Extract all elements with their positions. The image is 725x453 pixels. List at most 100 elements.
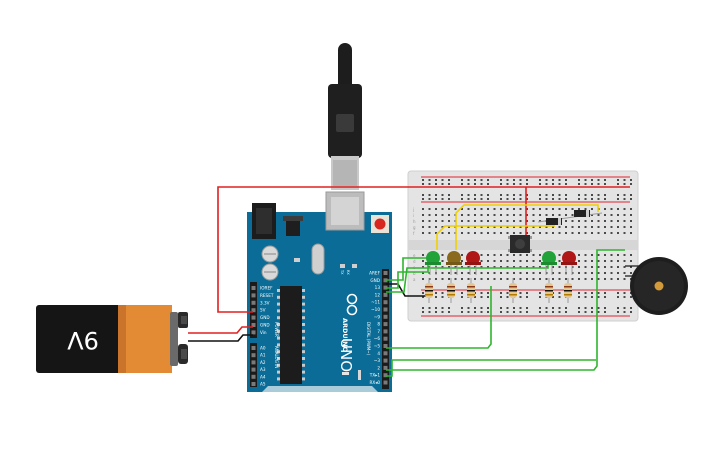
breadboard-hole[interactable] (617, 254, 619, 256)
breadboard-hole[interactable] (506, 183, 509, 185)
breadboard-hole[interactable] (441, 232, 444, 234)
breadboard-hole[interactable] (441, 296, 444, 298)
breadboard-hole[interactable] (513, 179, 515, 181)
breadboard-hole[interactable] (467, 278, 470, 280)
breadboard-hole[interactable] (610, 208, 613, 210)
breadboard-hole[interactable] (513, 266, 515, 268)
breadboard-hole[interactable] (565, 179, 567, 181)
breadboard-hole[interactable] (526, 183, 528, 185)
breadboard-hole[interactable] (474, 198, 476, 200)
breadboard-hole[interactable] (526, 194, 528, 196)
breadboard-hole[interactable] (558, 194, 561, 196)
breadboard-hole[interactable] (480, 278, 483, 280)
breadboard-hole[interactable] (584, 278, 587, 280)
breadboard-hole[interactable] (467, 307, 470, 309)
digital-header[interactable] (382, 269, 389, 389)
breadboard-hole[interactable] (558, 214, 561, 216)
header-pin[interactable] (383, 380, 388, 385)
breadboard-hole[interactable] (454, 278, 457, 280)
breadboard-hole[interactable] (539, 214, 541, 216)
wire-green-pin11[interactable] (386, 262, 549, 293)
resistor[interactable] (447, 278, 455, 303)
breadboard-hole[interactable] (467, 194, 470, 196)
breadboard-hole[interactable] (493, 278, 496, 280)
breadboard-hole[interactable] (597, 254, 600, 256)
breadboard-hole[interactable] (480, 296, 483, 298)
power-header[interactable] (250, 282, 257, 338)
wire-green-pin8[interactable] (386, 286, 492, 349)
breadboard-hole[interactable] (610, 232, 613, 234)
breadboard-hole[interactable] (422, 296, 424, 298)
breadboard-hole[interactable] (617, 208, 619, 210)
header-pin[interactable] (383, 292, 388, 297)
breadboard-hole[interactable] (552, 198, 554, 200)
breadboard-hole[interactable] (630, 183, 632, 185)
breadboard-hole[interactable] (500, 179, 502, 181)
led-yellow[interactable] (446, 251, 462, 275)
breadboard-hole[interactable] (519, 232, 522, 234)
breadboard-hole[interactable] (467, 179, 470, 181)
breadboard-hole[interactable] (617, 183, 619, 185)
breadboard-hole[interactable] (630, 226, 632, 228)
breadboard-hole[interactable] (597, 198, 600, 200)
breadboard-hole[interactable] (454, 272, 457, 274)
breadboard-hole[interactable] (584, 307, 587, 309)
breadboard-hole[interactable] (578, 254, 580, 256)
breadboard-hole[interactable] (552, 311, 554, 313)
header-pin[interactable] (251, 315, 256, 320)
breadboard-hole[interactable] (526, 311, 528, 313)
breadboard-hole[interactable] (604, 183, 606, 185)
breadboard-hole[interactable] (617, 232, 619, 234)
breadboard-hole[interactable] (597, 194, 600, 196)
breadboard-hole[interactable] (558, 272, 561, 274)
breadboard-hole[interactable] (584, 208, 587, 210)
breadboard-hole[interactable] (526, 198, 528, 200)
breadboard-hole[interactable] (584, 198, 587, 200)
breadboard-hole[interactable] (487, 179, 489, 181)
breadboard-hole[interactable] (422, 232, 424, 234)
breadboard-hole[interactable] (578, 307, 580, 309)
breadboard-hole[interactable] (448, 183, 450, 185)
breadboard-hole[interactable] (519, 226, 522, 228)
breadboard-hole[interactable] (448, 198, 450, 200)
breadboard-hole[interactable] (591, 292, 593, 294)
breadboard-hole[interactable] (578, 183, 580, 185)
breadboard-hole[interactable] (604, 254, 606, 256)
breadboard-hole[interactable] (565, 311, 567, 313)
breadboard-hole[interactable] (487, 292, 489, 294)
breadboard-hole[interactable] (474, 220, 476, 222)
breadboard-hole[interactable] (578, 232, 580, 234)
breadboard-hole[interactable] (461, 198, 463, 200)
header-pin[interactable] (251, 323, 256, 327)
breadboard-hole[interactable] (435, 208, 437, 210)
breadboard-hole[interactable] (500, 307, 502, 309)
breadboard-hole[interactable] (591, 183, 593, 185)
breadboard-hole[interactable] (526, 272, 528, 274)
breadboard-hole[interactable] (623, 260, 626, 262)
breadboard-hole[interactable] (604, 226, 606, 228)
breadboard-hole[interactable] (487, 226, 489, 228)
breadboard-hole[interactable] (584, 183, 587, 185)
breadboard-hole[interactable] (441, 226, 444, 228)
breadboard-hole[interactable] (500, 183, 502, 185)
breadboard-hole[interactable] (435, 179, 437, 181)
breadboard-hole[interactable] (623, 179, 626, 181)
breadboard-hole[interactable] (422, 266, 424, 268)
breadboard-hole[interactable] (474, 266, 476, 268)
breadboard-hole[interactable] (539, 220, 541, 222)
breadboard-hole[interactable] (480, 232, 483, 234)
breadboard-hole[interactable] (604, 307, 606, 309)
wire-battery-positive[interactable] (188, 326, 253, 334)
breadboard-hole[interactable] (539, 179, 541, 181)
header-pin[interactable] (383, 373, 388, 378)
header-pin[interactable] (251, 346, 256, 350)
breadboard-hole[interactable] (604, 198, 606, 200)
breadboard-hole[interactable] (578, 198, 580, 200)
breadboard-hole[interactable] (519, 208, 522, 210)
breadboard-hole[interactable] (623, 307, 626, 309)
header-pin[interactable] (383, 336, 388, 341)
diode[interactable] (537, 210, 603, 225)
header-pin[interactable] (383, 351, 388, 356)
breadboard-hole[interactable] (506, 226, 509, 228)
breadboard-hole[interactable] (623, 266, 626, 268)
